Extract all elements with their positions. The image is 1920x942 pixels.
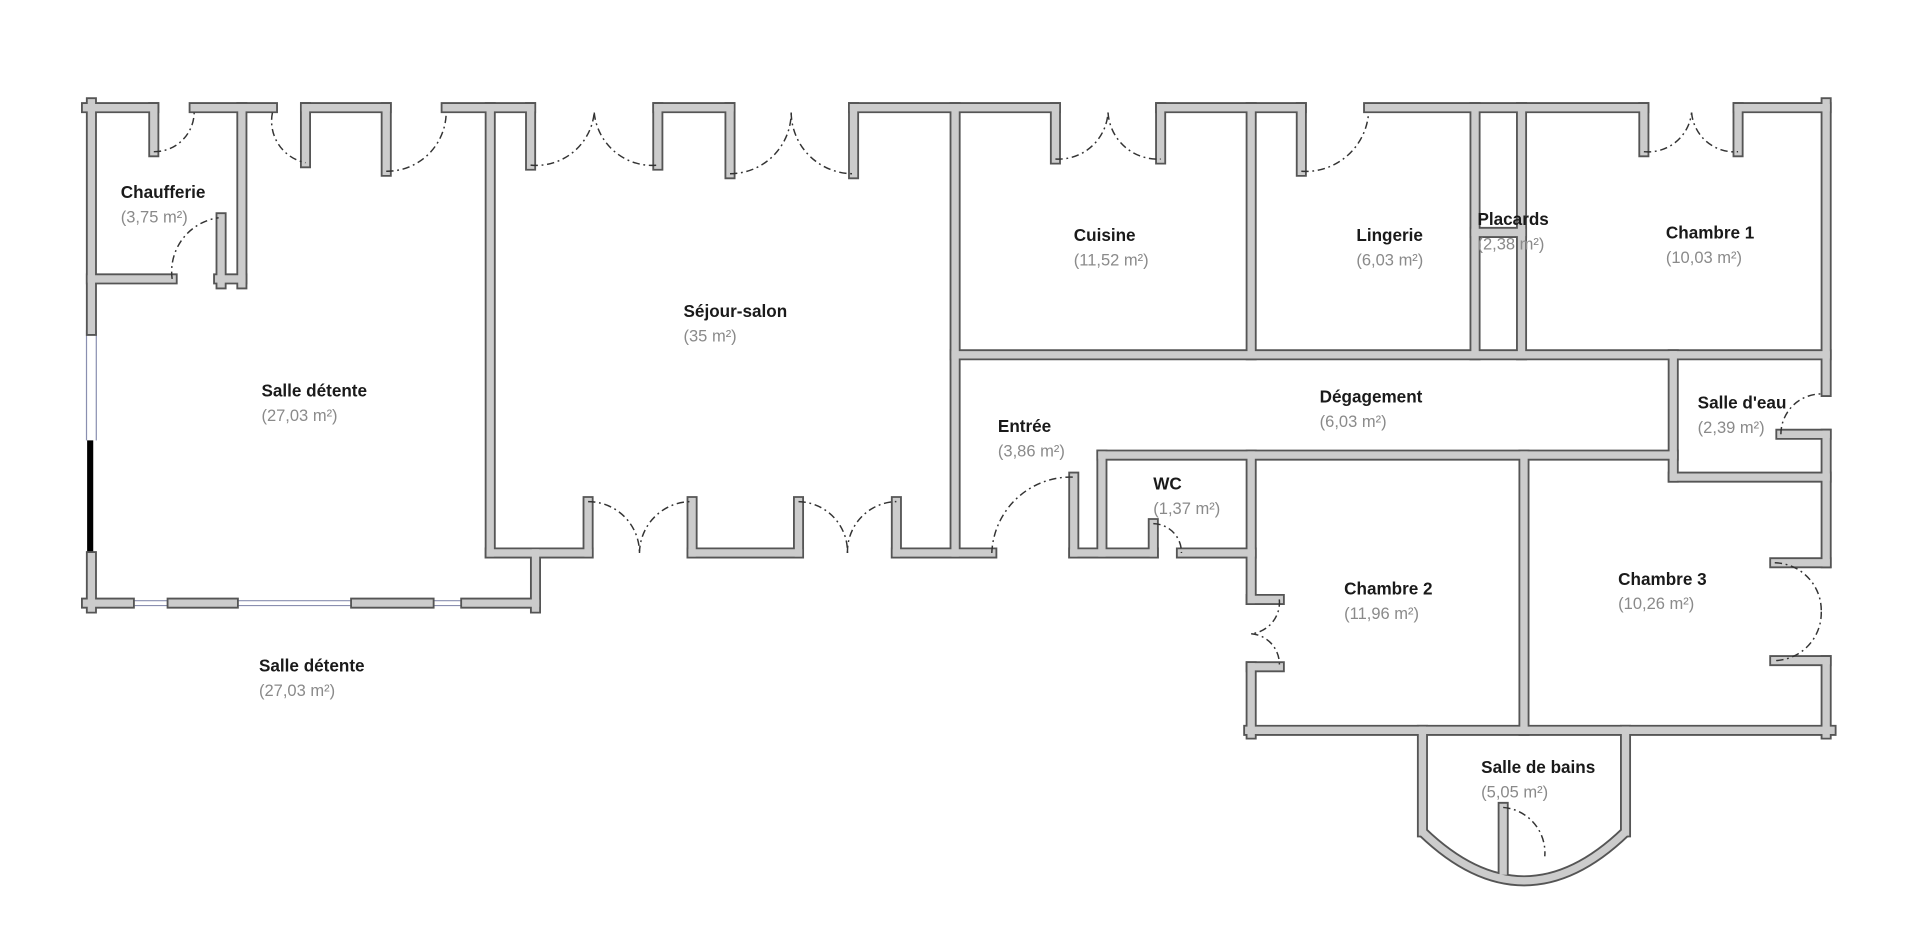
door-swing xyxy=(386,112,447,173)
room-area: (10,03 m²) xyxy=(1666,249,1742,267)
room-name: Salle d'eau xyxy=(1698,394,1787,413)
door-swing xyxy=(153,112,195,153)
room-area: (1,37 m²) xyxy=(1153,500,1220,518)
room-name: Lingerie xyxy=(1356,226,1423,245)
room-area: (11,52 m²) xyxy=(1074,251,1149,269)
room-label-chambre-3: Chambre 3 (10,26 m²) xyxy=(1618,570,1706,613)
door-swing xyxy=(730,112,792,175)
room-area: (27,03 m²) xyxy=(261,407,337,425)
door-swing xyxy=(1055,112,1109,160)
room-area: (3,75 m²) xyxy=(121,209,188,227)
room-label-placards: Placards (2,38 m²) xyxy=(1477,210,1548,253)
room-name: WC xyxy=(1153,474,1182,493)
room-label-sejour-salon: Séjour-salon (35 m²) xyxy=(684,302,788,345)
door-swing xyxy=(638,500,693,553)
room-name: Chambre 1 xyxy=(1666,224,1755,243)
door-swing xyxy=(270,112,306,164)
room-name: Séjour-salon xyxy=(684,302,788,321)
room-label-wc: WC (1,37 m²) xyxy=(1153,474,1220,517)
door-swing xyxy=(846,500,897,553)
room-name: Placards xyxy=(1477,210,1548,229)
room-name: Entrée xyxy=(998,417,1051,436)
room-label-chambre-2: Chambre 2 (11,96 m²) xyxy=(1344,580,1432,623)
room-area: (10,26 m²) xyxy=(1618,595,1694,613)
room-label-cuisine: Cuisine (11,52 m²) xyxy=(1074,226,1149,269)
door-swing xyxy=(530,112,595,167)
room-area: (27,03 m²) xyxy=(259,682,335,700)
door-swing xyxy=(1251,632,1281,667)
room-name: Salle de bains xyxy=(1481,758,1595,777)
room-name: Cuisine xyxy=(1074,226,1136,245)
door-swing xyxy=(1301,112,1370,173)
room-label-degagement: Dégagement (6,03 m²) xyxy=(1320,387,1423,430)
room-label-lingerie: Lingerie (6,03 m²) xyxy=(1356,226,1423,269)
walls xyxy=(81,97,1837,887)
room-area: (2,39 m²) xyxy=(1698,419,1765,437)
door-swing xyxy=(790,112,854,175)
room-label-salle-deau: Salle d'eau (2,39 m²) xyxy=(1698,394,1787,437)
room-area: (6,03 m²) xyxy=(1320,413,1387,431)
room-label-salle-de-bains: Salle de bains (5,05 m²) xyxy=(1481,758,1595,801)
room-area: (35 m²) xyxy=(684,327,737,345)
room-label-chaufferie: Chaufferie (3,75 m²) xyxy=(121,183,206,226)
room-label-entree: Entrée (3,86 m²) xyxy=(998,417,1065,460)
room-name: Dégagement xyxy=(1320,387,1423,406)
door-swing xyxy=(170,217,219,280)
room-name: Chaufferie xyxy=(121,183,206,202)
door-swing xyxy=(1690,112,1739,153)
door-swing xyxy=(1774,611,1822,662)
room-label-chambre-1: Chambre 1 (10,03 m²) xyxy=(1666,224,1755,267)
room-name: Salle détente xyxy=(259,657,365,676)
door-swing xyxy=(1153,522,1183,553)
room-area: (5,05 m²) xyxy=(1481,784,1548,802)
room-labels: Chaufferie (3,75 m²) Salle détente (27,03 m… xyxy=(121,183,1787,801)
room-name: Chambre 2 xyxy=(1344,580,1432,599)
door-swing xyxy=(798,500,849,553)
door-swing xyxy=(1107,112,1161,160)
room-area: (6,03 m²) xyxy=(1356,251,1423,269)
door-swing xyxy=(593,112,658,167)
door-swing xyxy=(1774,562,1822,612)
door-swing xyxy=(991,476,1074,553)
door-swing xyxy=(1251,599,1281,635)
room-area: (3,86 m²) xyxy=(998,442,1065,460)
door-swing xyxy=(588,500,641,553)
doors xyxy=(153,112,1822,857)
room-label-salle-detente: Salle détente (27,03 m²) xyxy=(261,381,367,424)
room-name: Chambre 3 xyxy=(1618,570,1706,589)
door-swing xyxy=(1643,112,1693,153)
door-swing xyxy=(1503,806,1546,857)
room-area: (2,38 m²) xyxy=(1477,236,1544,254)
door-swing xyxy=(1780,393,1822,435)
wall-fill xyxy=(1419,829,1629,885)
room-label-salle-detente-exterieur: Salle détente (27,03 m²) xyxy=(259,657,365,700)
room-name: Salle détente xyxy=(261,381,367,400)
room-area: (11,96 m²) xyxy=(1344,605,1419,623)
